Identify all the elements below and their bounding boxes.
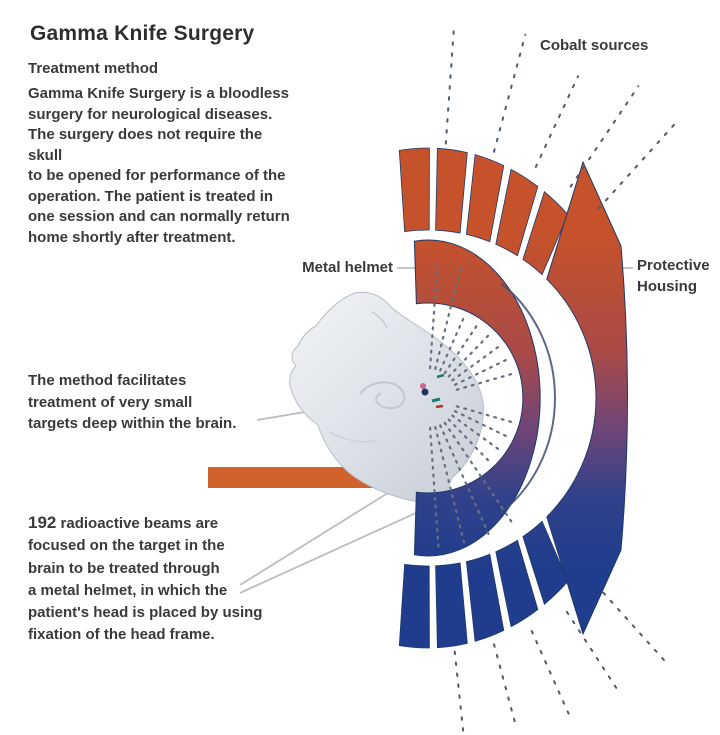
target-dot-pink xyxy=(420,383,426,389)
target-dash-teal-2 xyxy=(436,373,445,379)
intro-paragraph: Gamma Knife Surgery is a bloodless surge… xyxy=(28,85,290,246)
beam-line xyxy=(569,85,640,188)
cobalt-segment xyxy=(495,539,539,628)
target-dash-red xyxy=(435,404,444,409)
cobalt-segment xyxy=(495,168,539,257)
treatment-method-heading: Treatment method xyxy=(28,60,159,77)
head-jaw-detail xyxy=(329,431,379,443)
beam-line xyxy=(602,591,670,667)
beam-dots xyxy=(451,342,504,382)
beam-dot-fans xyxy=(429,262,518,549)
cobalt-segments-top xyxy=(398,147,569,276)
beam-line xyxy=(493,643,518,729)
head-frame-detail xyxy=(359,381,406,410)
beam-line xyxy=(444,29,455,145)
beam-count: 192 xyxy=(28,513,57,532)
head-brow-detail xyxy=(371,311,388,329)
beam-dots xyxy=(443,320,481,375)
beam-dots xyxy=(455,371,518,391)
beam-dots xyxy=(434,265,462,370)
cobalt-segment xyxy=(465,553,505,642)
beam-line xyxy=(597,119,679,210)
target-dot-navy xyxy=(421,388,429,396)
label-cobalt-sources: Cobalt sources xyxy=(540,37,649,54)
cobalt-segment xyxy=(435,147,468,234)
beam-line xyxy=(530,630,571,718)
cobalt-segment xyxy=(398,147,430,233)
head-silhouette xyxy=(289,291,484,507)
cobalt-segments-bottom xyxy=(398,520,569,649)
cobalt-segment xyxy=(522,520,569,605)
beam-lines-top xyxy=(444,29,679,210)
beams-note-text: radioactive beams are focused on the tar… xyxy=(28,515,263,644)
beams-note: 192 radioactive beams are focused on the… xyxy=(28,512,318,647)
patient-head xyxy=(289,291,484,507)
beam-dots xyxy=(453,410,512,440)
cobalt-segment xyxy=(465,154,505,243)
cobalt-segment xyxy=(398,563,430,649)
label-metal-helmet: Metal helmet xyxy=(302,259,393,276)
metal-helmet-arc xyxy=(413,239,541,557)
target-note: The method facilitates treatment of very… xyxy=(28,372,237,432)
cobalt-segment xyxy=(522,191,569,276)
page-title: Gamma Knife Surgery xyxy=(30,22,255,46)
beam-dots xyxy=(447,418,493,466)
inner-shield-arc xyxy=(500,282,556,514)
beam-dots xyxy=(429,262,439,370)
beam-dots xyxy=(447,330,493,378)
beam-lines-bottom xyxy=(453,591,670,735)
target-dash-teal xyxy=(431,397,441,403)
beam-line xyxy=(534,75,579,168)
beam-dots xyxy=(451,414,504,454)
beam-line xyxy=(493,33,527,153)
beam-dots xyxy=(439,312,467,372)
beam-dots xyxy=(455,405,518,425)
beam-line xyxy=(565,610,620,692)
beam-dots xyxy=(453,356,512,386)
label-protective-housing: Protective Housing xyxy=(637,257,710,295)
cobalt-segment xyxy=(435,562,468,649)
beam-line xyxy=(453,650,465,735)
protective-housing-arc xyxy=(546,160,628,636)
target-marker xyxy=(420,373,445,409)
